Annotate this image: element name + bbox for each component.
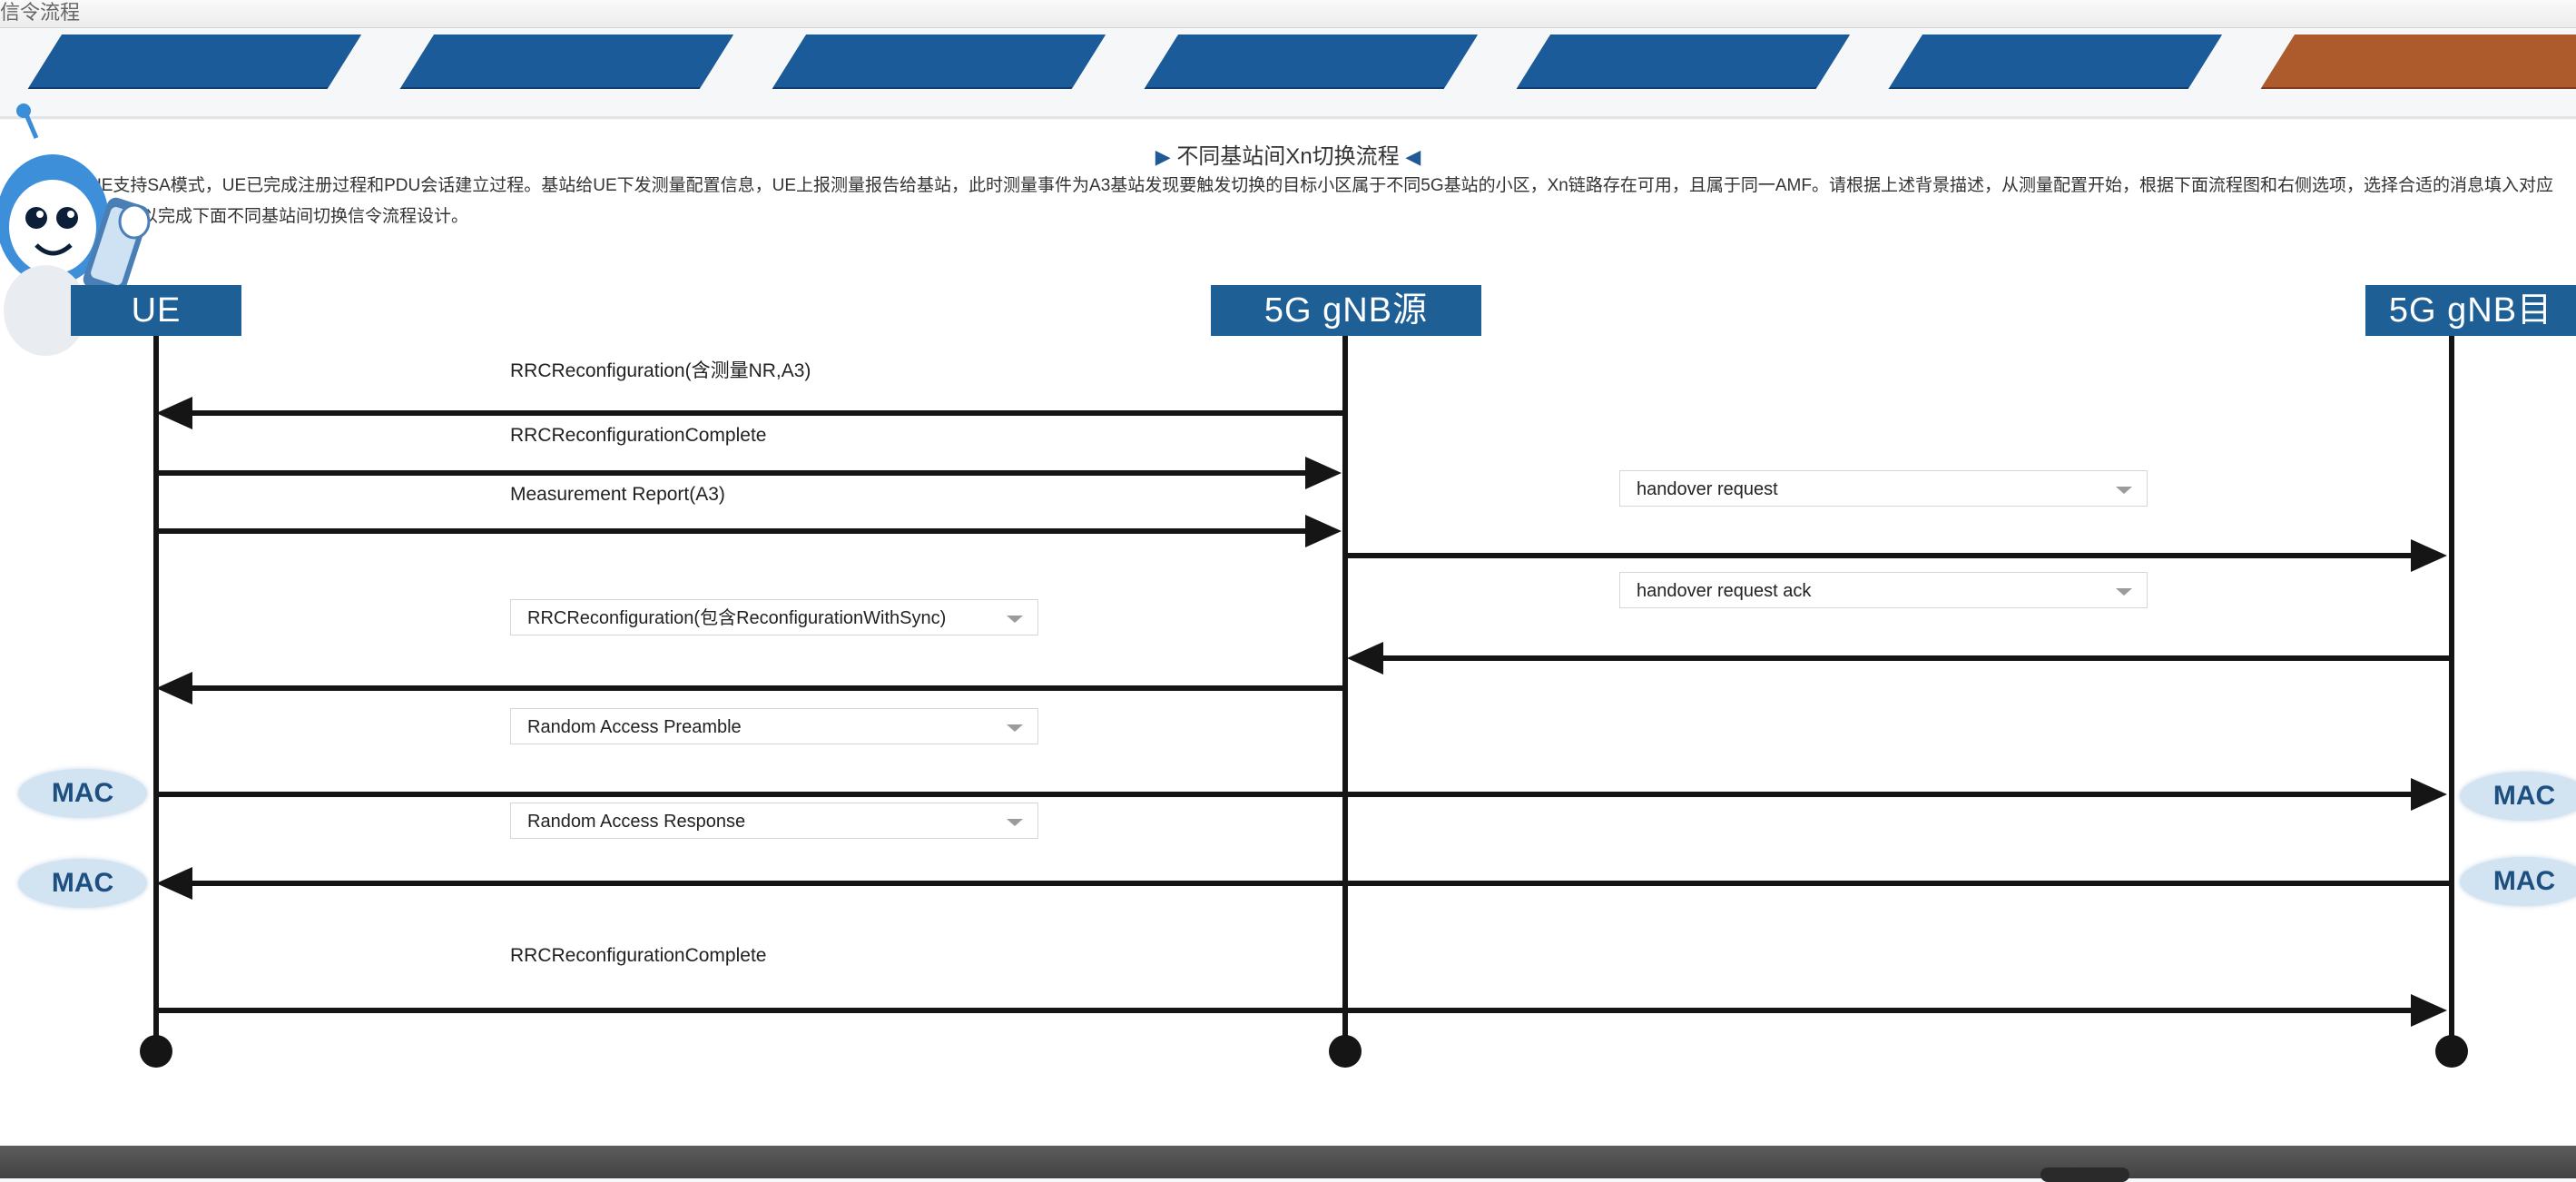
arrow-m4-head (2411, 539, 2447, 572)
top-bar: 信令流程 (0, 0, 2576, 28)
arrow-m5-head (1347, 642, 1383, 675)
select-value: RRCReconfiguration(包含ReconfigurationWith… (527, 608, 947, 628)
chevron-down-icon (1007, 724, 1023, 732)
mac-badge-target-2: MAC (2460, 857, 2576, 906)
arrow-m3-head (1305, 515, 1342, 547)
arrow-m9-head (2411, 994, 2447, 1027)
select-value: handover request ack (1637, 581, 1812, 601)
handover-request-select[interactable]: handover request (1619, 470, 2148, 507)
triangle-left-icon: ◀ (1405, 145, 1421, 168)
scroll-handle[interactable] (2040, 1167, 2129, 1182)
mac-badge-ue-2: MAC (18, 859, 147, 908)
mac-badge-target-1: MAC (2460, 772, 2576, 821)
random-access-response-select[interactable]: Random Access Response (510, 803, 1038, 839)
arrow-m7-head (2411, 778, 2447, 811)
select-value: handover request (1637, 479, 1778, 499)
gnb-target-end-dot (2435, 1035, 2468, 1068)
page-title: ▶ 不同基站间Xn切换流程 ◀ (0, 138, 2576, 170)
message-label-m2: RRCReconfigurationComplete (510, 425, 767, 446)
message-label-m1: RRCReconfiguration(含测量NR,A3) (510, 360, 811, 381)
handover-request-ack-select[interactable]: handover request ack (1619, 572, 2148, 608)
arrow-m8-head (156, 867, 192, 900)
page-title-text: 不同基站间Xn切换流程 (1176, 144, 1400, 169)
arrow-m6-head (156, 672, 192, 704)
triangle-right-icon: ▶ (1155, 145, 1171, 168)
divider (0, 116, 2576, 119)
arrow-m1-head (156, 397, 192, 429)
random-access-preamble-select[interactable]: Random Access Preamble (510, 708, 1038, 744)
entity-gnb-source: 5G gNB源 (1211, 285, 1481, 336)
mac-badge-ue-1: MAC (18, 769, 147, 818)
breadcrumb: 信令流程 (0, 1, 81, 24)
rrc-reconfiguration-sync-select[interactable]: RRCReconfiguration(包含ReconfigurationWith… (510, 599, 1038, 635)
entity-gnb-target: 5G gNB目 (2365, 285, 2576, 336)
arrow-m2-head (1305, 457, 1342, 489)
ue-end-dot (140, 1035, 172, 1068)
task-description: UE支持SA模式，UE已完成注册过程和PDU会话建立过程。基站给UE下发测量配置… (89, 176, 2553, 226)
gnb-target-lifeline (2449, 336, 2454, 1049)
chevron-down-icon (1007, 819, 1023, 826)
gnb-source-end-dot (1329, 1035, 1362, 1068)
ue-lifeline (153, 336, 159, 1049)
select-value: Random Access Preamble (527, 717, 742, 737)
chevron-down-icon (2116, 588, 2132, 596)
message-label-m9: RRCReconfigurationComplete (510, 945, 767, 966)
gnb-source-lifeline (1342, 336, 1348, 1049)
select-value: Random Access Response (527, 812, 746, 832)
chevron-down-icon (1007, 616, 1023, 623)
message-label-m3: Measurement Report(A3) (510, 484, 725, 505)
entity-ue: UE (71, 285, 241, 336)
chevron-down-icon (2116, 487, 2132, 494)
bottom-bar (0, 1146, 2576, 1182)
robot-mascot-icon (0, 103, 151, 356)
